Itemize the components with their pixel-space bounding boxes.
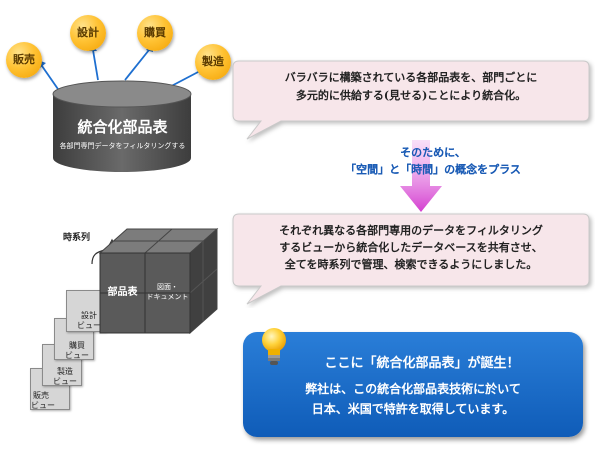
lightbulb-icon [262,328,286,365]
callout-bottom-line1: それぞれ異なる各部門専用のデータをフィルタリング [279,224,543,237]
data-cube [98,227,219,335]
department-sales-label: 販売 [13,53,35,66]
department-design-label: 設計 [77,26,99,39]
cube-front-left-label: 部品表 [107,287,138,298]
notice-body-line2: 日本、米国で特許を取得しています。 [311,402,515,416]
callout-bottom-shape [232,213,590,305]
view-card-design-line2: ビュー [77,321,101,330]
cube-front-right-label-line2: ドキュメント [146,293,189,301]
department-sales-bubble: 販売 [6,42,42,78]
view-card-manufacturing-line2: ビュー [53,377,77,386]
view-card-sales-line1: 販売 [33,391,49,400]
view-card-design-line1: 設計 [81,311,97,320]
notice-body-line1: 弊社は、この統合化部品表技術に於いて [305,382,521,396]
department-manufacturing-label: 製造 [202,55,224,68]
connector-purchasing [124,49,150,81]
view-card-design: 設計 ビュー [66,290,106,332]
callout-bottom-line2: するビューから統合化したデータベースを共有させ、 [279,241,543,254]
time-series-label: 時系列 [63,233,91,243]
database-title: 統合化部品表 [77,118,168,136]
department-design-bubble: 設計 [70,15,106,51]
department-purchasing-bubble: 購買 [137,15,173,51]
department-purchasing-label: 購買 [144,26,166,39]
database-subtitle: 各部門専門データをフィルタリングする [59,142,186,150]
callout-top-line1: バラバラに構築されている各部品表を、部門ごとに [284,71,538,84]
view-card-sales-line2: ビュー [31,401,55,410]
connector-design [92,49,99,81]
view-card-manufacturing-line1: 製造 [57,367,73,376]
callout-top-line2: 多元的に供給する(見せる)ことにより統合化。 [295,89,527,102]
cube-front-right-label-line1: 図面・ [157,283,178,291]
callout-bottom-line3: 全てを時系列で管理、検索できるようにしました。 [284,258,538,271]
connector-sales [41,65,61,93]
middle-text-line1-overlay: そのために、 [400,146,466,159]
middle-text-line2-overlay: 「空間」と「時間」の概念をプラス [345,163,521,176]
view-card-purchasing-line1: 購買 [69,341,85,350]
patent-notice-box: ここに「統合化部品表」が誕生！ 弊社は、この統合化部品表技術に於いて 日本、米国… [243,332,583,437]
notice-headline: ここに「統合化部品表」が誕生！ [324,356,520,371]
middle-text-line2: 「空間」と「時間」の概念をプラス [345,163,521,176]
department-manufacturing-bubble: 製造 [195,44,231,80]
database-cylinder [52,80,192,172]
callout-top-shape [232,60,590,140]
down-arrow [400,140,442,212]
view-card-purchasing-line2: ビュー [65,351,89,360]
